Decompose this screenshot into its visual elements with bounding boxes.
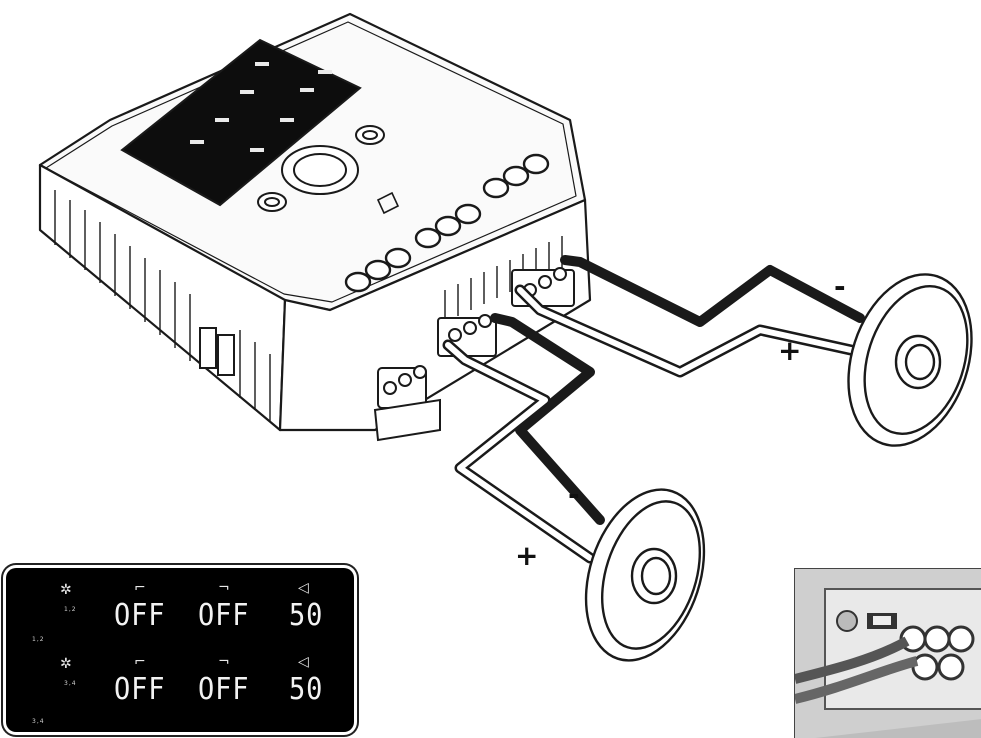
fan-icon: ✲ — [60, 582, 72, 598]
rear-plus-label: + — [778, 334, 801, 367]
wire-front-positive — [442, 339, 596, 564]
buttons — [344, 153, 550, 293]
connector-photo-inset — [794, 568, 981, 738]
row2-lpf-value: OFF — [198, 672, 250, 707]
speaker-front — [584, 488, 706, 662]
heatsink-fins — [54, 190, 271, 422]
side-connector — [199, 327, 235, 376]
top-display — [120, 38, 362, 207]
wire-front-negative — [490, 313, 605, 525]
side-label-top: 1,2 — [32, 636, 45, 643]
side-label-bottom: 3,4 — [32, 718, 45, 725]
speaker-rear — [847, 273, 973, 447]
row2-hpf-value: OFF — [114, 672, 166, 707]
wire-rear-positive — [514, 284, 866, 378]
brand-logo-icon — [376, 191, 400, 215]
lcd-inset-panel: ✲ 1,2 ⌐ OFF ¬ OFF ◁ 50 1,2 ✲ 3,4 ⌐ OFF ¬… — [6, 568, 354, 732]
row2-gain-value: 50 — [289, 672, 324, 707]
lowpass-filter-icon: ¬ — [218, 580, 230, 596]
control-knobs — [257, 125, 385, 212]
row1-hpf-value: OFF — [114, 598, 166, 633]
speaker-volume-icon: ◁ — [298, 654, 309, 670]
row2-channel-label: 3,4 — [64, 680, 77, 687]
connector-photo-drawing — [795, 569, 981, 738]
speaker-terminals — [373, 267, 575, 442]
front-plus-label: + — [515, 539, 538, 572]
highpass-filter-icon: ⌐ — [134, 654, 146, 670]
row1-channel-label: 1,2 — [64, 606, 77, 613]
front-minus-label: - — [568, 478, 580, 511]
wire-rear-negative — [560, 255, 865, 327]
row1-gain-value: 50 — [289, 598, 324, 633]
speaker-volume-icon: ◁ — [298, 580, 309, 596]
highpass-filter-icon: ⌐ — [134, 580, 146, 596]
fan-icon: ✲ — [60, 656, 72, 672]
row1-lpf-value: OFF — [198, 598, 250, 633]
rear-minus-label: - — [834, 270, 846, 303]
lowpass-filter-icon: ¬ — [218, 654, 230, 670]
